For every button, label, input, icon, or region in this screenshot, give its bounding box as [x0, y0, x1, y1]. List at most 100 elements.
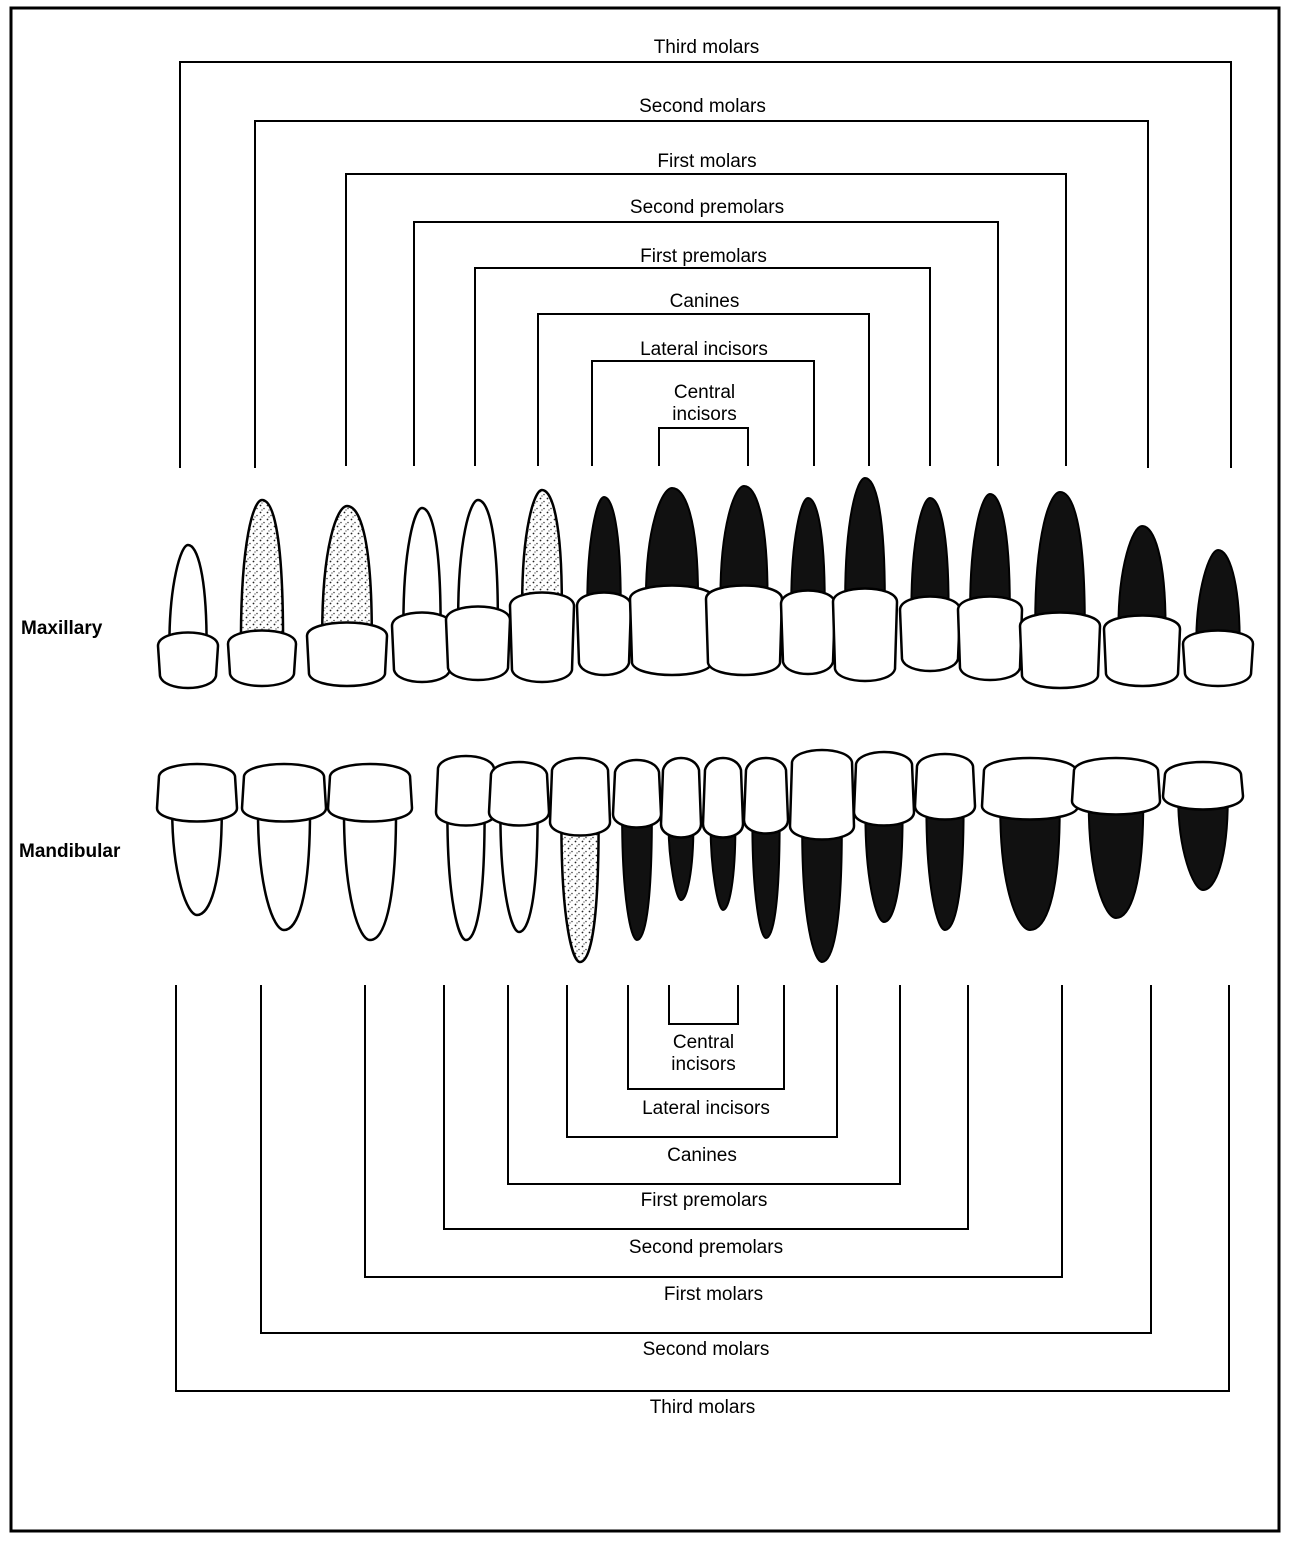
tooth-root [644, 486, 700, 598]
tooth-root [170, 808, 224, 917]
tooth-crown [898, 595, 962, 673]
tooth-root [709, 825, 737, 912]
maxillary-left-central-incisor [704, 484, 784, 677]
tooth-crown [548, 756, 612, 837]
mandibular-right-first-premolar [487, 760, 551, 934]
maxillary-left-second-premolar [956, 492, 1024, 682]
tooth-root [1034, 490, 1086, 625]
bracket-lower-canines [566, 985, 838, 1138]
tooth-crown [980, 756, 1080, 821]
mandibular-right-lateral-incisor [611, 758, 663, 942]
tooth-crown [390, 611, 454, 684]
tooth-crown [913, 752, 977, 821]
bracket-lower-central-incisors [668, 985, 739, 1025]
mandibular-right-canine [548, 756, 612, 964]
bracket-lower-first-molars [364, 985, 1063, 1278]
bracket-upper-label-second-premolars: Second premolars [630, 197, 784, 218]
maxillary-right-second-premolar [390, 506, 454, 684]
tooth-root [751, 821, 781, 940]
bracket-upper-first-molars [345, 173, 1067, 466]
tooth-crown [508, 591, 576, 684]
maxillary-left-first-premolar [898, 496, 962, 673]
bracket-lower-label-third-molars: Third molars [650, 1397, 756, 1418]
mandibular-right-central-incisor [659, 756, 703, 902]
maxillary-right-first-premolar [444, 498, 512, 682]
bracket-lower-first-premolars [507, 985, 901, 1185]
tooth-root [520, 488, 564, 606]
bracket-upper-label-first-molars: First molars [657, 151, 756, 172]
bracket-upper-central-incisors [658, 427, 749, 466]
tooth-crown [1018, 611, 1102, 690]
bracket-upper-label-central-incisors: Central [674, 382, 735, 403]
maxillary-right-lateral-incisor [575, 495, 633, 677]
tooth-root [446, 812, 486, 942]
bracket-upper-label-canines: Canines [670, 291, 740, 312]
bracket-upper-canines [537, 313, 870, 466]
mandibular-right-second-premolar [434, 754, 498, 942]
mandibular-left-first-molar [980, 756, 1080, 932]
tooth-crown [1102, 614, 1182, 688]
tooth-crown [326, 762, 414, 823]
maxillary-right-first-molar [305, 504, 389, 688]
bracket-upper-second-premolars [413, 221, 999, 466]
bracket-upper-second-molars [254, 120, 1149, 468]
tooth-root [586, 495, 622, 605]
bracket-upper-label-third-molars: Third molars [654, 37, 760, 58]
mandibular-left-second-premolar [913, 752, 977, 932]
tooth-root [1195, 548, 1241, 643]
maxillary-right-canine [508, 488, 576, 684]
tooth-crown [434, 754, 498, 827]
bracket-upper-label-first-premolars: First premolars [640, 246, 767, 267]
tooth-crown [240, 762, 328, 823]
maxillary-left-third-molar [1181, 548, 1255, 688]
mandibular-left-first-premolar [852, 750, 916, 924]
tooth-root [910, 496, 950, 609]
mandibular-label: Mandibular [19, 841, 121, 862]
tooth-root [925, 807, 965, 932]
tooth-root [844, 476, 886, 601]
tooth-crown [156, 631, 220, 690]
bracket-lower-label-second-premolars: Second premolars [629, 1237, 783, 1258]
tooth-crown [1161, 760, 1245, 811]
tooth-crown [852, 750, 916, 827]
tooth-root [621, 815, 653, 942]
tooth-crown [487, 760, 551, 827]
tooth-root [499, 812, 539, 934]
mandibular-left-canine [788, 748, 856, 964]
bracket-lower-lateral-incisors [627, 985, 785, 1090]
tooth-crown [779, 589, 837, 676]
mandibular-left-lateral-incisor [742, 756, 790, 940]
tooth-crown [226, 629, 298, 688]
bracket-upper-label-lateral-incisors: Lateral incisors [640, 339, 768, 360]
tooth-root [999, 807, 1061, 932]
tooth-crown [1070, 756, 1162, 816]
tooth-crown [831, 587, 899, 683]
tooth-root [402, 506, 442, 626]
tooth-crown [575, 591, 633, 677]
bracket-lower-label-canines: Canines [667, 1145, 737, 1166]
maxillary-left-second-molar [1102, 524, 1182, 688]
tooth-crown [742, 756, 790, 835]
maxillary-right-third-molar [156, 543, 220, 690]
maxillary-right-central-incisor [628, 486, 716, 677]
tooth-root [790, 496, 826, 603]
tooth-root [168, 543, 208, 646]
maxillary-left-first-molar [1018, 490, 1102, 690]
bracket-upper-label-second-molars: Second molars [639, 96, 766, 117]
tooth-root [342, 808, 398, 942]
tooth-root [320, 504, 374, 636]
tooth-root [256, 808, 312, 932]
tooth-root [1177, 797, 1229, 892]
bracket-lower-label-second-molars: Second molars [643, 1339, 770, 1360]
tooth-root [560, 822, 600, 964]
tooth-crown [444, 605, 512, 682]
bracket-lower-label-lateral-incisors: Lateral incisors [642, 1098, 770, 1119]
mandibular-left-central-incisor [701, 756, 745, 912]
tooth-crown [1181, 629, 1255, 688]
tooth-crown [956, 595, 1024, 682]
bracket-lower-label-first-premolars: First premolars [641, 1190, 768, 1211]
bracket-upper-label-central-incisors: incisors [672, 404, 736, 425]
